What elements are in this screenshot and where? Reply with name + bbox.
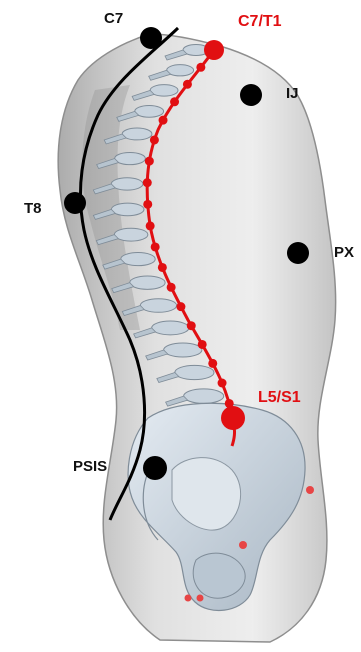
label-c7: C7 <box>104 11 123 26</box>
spine-segment-dot <box>218 378 227 387</box>
spine-segment-dot <box>196 63 205 72</box>
l5s1-marker <box>221 406 245 430</box>
label-t8: T8 <box>24 201 42 216</box>
spine-segment-dot <box>143 178 152 187</box>
spine-segment-dot <box>176 302 185 311</box>
vertebra <box>140 299 176 313</box>
vertebra <box>152 321 189 335</box>
label-psis: PSIS <box>73 459 107 474</box>
spine-segment-dot <box>208 359 217 368</box>
label-px: PX <box>334 245 354 260</box>
spine-segment-dot <box>145 157 154 166</box>
spine-segment-dot <box>143 200 152 209</box>
spine-segment-dot <box>158 263 167 272</box>
spine-segment-dot <box>150 135 159 144</box>
px-marker <box>287 242 309 264</box>
spine-segment-dot <box>151 242 160 251</box>
c7-marker <box>140 27 162 49</box>
label-ij: IJ <box>286 86 299 101</box>
spine-segment-dot <box>198 340 207 349</box>
vertebra <box>121 253 155 266</box>
vertebra <box>175 365 214 379</box>
spine-segment-dot <box>146 221 155 230</box>
vertebra <box>164 343 202 357</box>
label-c7t1: C7/T1 <box>238 14 282 30</box>
vertebra <box>115 152 146 164</box>
vertebra <box>111 178 143 190</box>
spine-segment-dot <box>187 321 196 330</box>
psis-marker <box>143 456 167 480</box>
spine-segment-dot <box>159 116 168 125</box>
c7t1-marker <box>204 40 224 60</box>
vertebra <box>114 228 148 241</box>
spine-segment-dot <box>183 80 192 89</box>
label-l5s1: L5/S1 <box>258 390 301 406</box>
spine-segment-dot <box>167 283 176 292</box>
ij-marker <box>240 84 262 106</box>
vertebra <box>184 389 224 404</box>
vertebra <box>130 276 165 289</box>
spine-segment-dot <box>170 97 179 106</box>
vertebra <box>111 203 144 216</box>
t8-marker <box>64 192 86 214</box>
